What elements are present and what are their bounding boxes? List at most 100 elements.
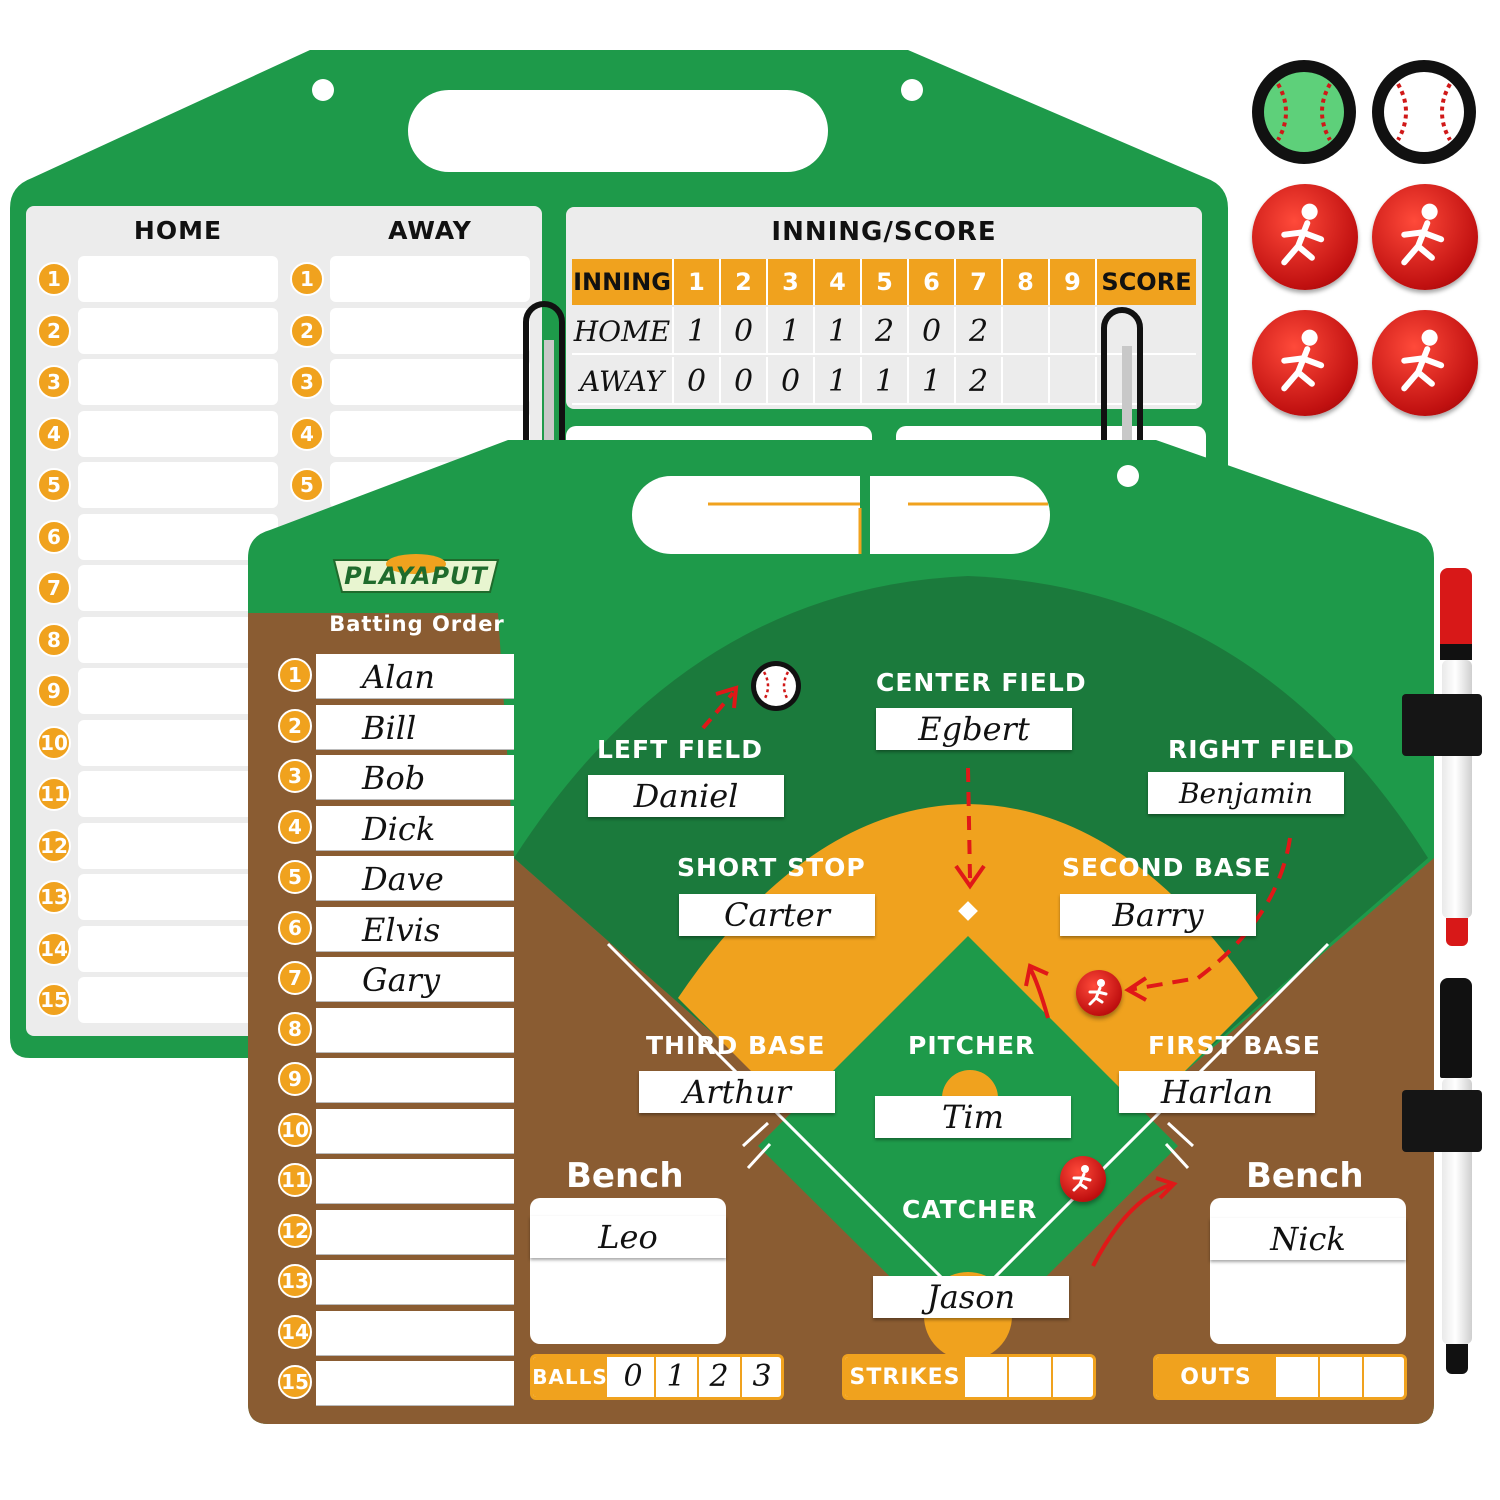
inning-header-label: INNING [573, 268, 671, 296]
batting-order-slot[interactable] [316, 1209, 514, 1254]
batting-order-slot[interactable]: Dave [316, 856, 514, 900]
home-lineup-slot[interactable] [78, 307, 278, 354]
home-slot-number: 12 [37, 828, 71, 863]
batting-order-number: 15 [278, 1365, 312, 1399]
inning-score-cell[interactable] [1048, 307, 1095, 355]
batting-order-slot[interactable] [316, 1260, 514, 1304]
inning-score-cell[interactable]: 0 [766, 357, 813, 405]
inning-score-cell[interactable]: 1 [766, 307, 813, 355]
strikes-counter[interactable]: STRIKES [842, 1354, 1096, 1400]
runner-icon [1281, 203, 1325, 266]
total-score-cell[interactable] [1095, 357, 1196, 405]
home-lineup-slot[interactable] [78, 719, 278, 766]
inning-score-cell[interactable] [1001, 357, 1048, 405]
home-slot-number: 2 [37, 313, 71, 348]
home-lineup-slot[interactable] [78, 462, 278, 508]
center-field-card[interactable]: Egbert [876, 708, 1072, 750]
total-score-cell[interactable] [1095, 307, 1196, 355]
outs-counter[interactable]: OUTS [1153, 1354, 1407, 1400]
strikes-divider [1051, 1357, 1053, 1397]
home-lineup-slot[interactable] [78, 256, 278, 302]
short-stop-card[interactable]: Carter [679, 894, 875, 936]
baseball-magnet-on-field[interactable] [748, 658, 804, 714]
home-lineup-slot[interactable] [78, 874, 278, 920]
batting-order-number: 12 [278, 1213, 312, 1248]
outs-divider [1318, 1357, 1320, 1397]
away-slot-number: 5 [290, 468, 324, 502]
balls-divider [740, 1357, 742, 1397]
inning-score-cell[interactable]: 1 [813, 357, 860, 405]
home-slot-number: 4 [37, 416, 71, 451]
batting-order-slot[interactable] [316, 1007, 514, 1052]
inning-score-cell[interactable]: 1 [672, 307, 719, 355]
home-lineup-slot[interactable] [78, 668, 278, 714]
inning-number: 6 [907, 259, 954, 305]
away-lineup-slot[interactable] [330, 359, 530, 405]
inning-score-cell[interactable]: 0 [672, 357, 719, 405]
balls-divider [697, 1357, 699, 1397]
batting-order-slot[interactable]: Elvis [316, 906, 514, 951]
red-marker-cap [1440, 568, 1472, 658]
ball-count-mark[interactable]: 0 [623, 1359, 643, 1394]
inning-score-cell[interactable]: 0 [719, 357, 766, 405]
ball-count-mark[interactable]: 2 [709, 1359, 729, 1394]
pitcher-card[interactable]: Tim [875, 1096, 1071, 1138]
left-field-card[interactable]: Daniel [588, 775, 784, 817]
batting-order-number: 1 [278, 658, 312, 692]
inning-score-cell[interactable]: 1 [813, 307, 860, 355]
score-row-divider [572, 353, 1196, 355]
batting-order-slot[interactable] [316, 1310, 514, 1355]
home-lineup-slot[interactable] [78, 977, 278, 1023]
inning-score-cell[interactable]: 0 [907, 307, 954, 355]
inning-score-cell[interactable]: 2 [954, 357, 1001, 405]
second-base-card[interactable]: Barry [1060, 894, 1256, 936]
batting-order-slot[interactable]: Gary [316, 957, 514, 1001]
home-lineup-slot[interactable] [78, 771, 278, 817]
away-lineup-slot[interactable] [330, 307, 530, 354]
inning-score-cell[interactable]: 0 [719, 307, 766, 355]
batting-order-slot[interactable]: Bob [316, 755, 514, 799]
away-slot-number: 4 [290, 416, 324, 451]
batting-order-slot[interactable] [316, 1361, 514, 1405]
batting-order-slot[interactable]: Bill [316, 704, 514, 749]
batting-order-slot[interactable]: Dick [316, 805, 514, 850]
runner-magnet-first[interactable] [1060, 1156, 1106, 1202]
red-dry-erase-marker [1402, 568, 1482, 968]
ball-count-mark[interactable]: 3 [752, 1359, 772, 1394]
batting-order-slot[interactable] [316, 1159, 514, 1203]
inning-score-cell[interactable] [1048, 357, 1095, 405]
home-lineup-slot[interactable] [78, 565, 278, 611]
home-lineup-slot[interactable] [78, 513, 278, 560]
right-field-card[interactable]: Benjamin [1148, 772, 1344, 814]
runner-magnet-second[interactable] [1076, 970, 1122, 1016]
first-base-card[interactable]: Harlan [1119, 1071, 1315, 1113]
home-lineup-slot[interactable] [78, 925, 278, 972]
inning-score-cell[interactable] [1001, 307, 1048, 355]
home-slot-number: 15 [37, 983, 71, 1017]
batting-order-slot[interactable] [316, 1058, 514, 1102]
bench-right-card[interactable]: Nick [1210, 1218, 1406, 1260]
runner-icon [1088, 979, 1108, 1006]
inning-score-cell[interactable]: 2 [954, 307, 1001, 355]
away-lineup-slot[interactable] [330, 256, 530, 302]
runner-magnet [1252, 184, 1358, 290]
batting-order-slot[interactable]: Alan [316, 654, 514, 698]
home-slot-number: 7 [37, 571, 71, 605]
center-field-label: CENTER FIELD [876, 668, 1087, 697]
strikes-label: STRIKES [845, 1357, 965, 1397]
inning-score-cell[interactable]: 1 [907, 357, 954, 405]
ball-count-mark[interactable]: 1 [666, 1359, 686, 1394]
bench-left-card[interactable]: Leo [530, 1216, 726, 1258]
batting-order-number: 5 [278, 860, 312, 894]
home-lineup-slot[interactable] [78, 410, 278, 457]
catcher-card[interactable]: Jason [873, 1276, 1069, 1318]
inning-score-cell[interactable]: 1 [860, 357, 907, 405]
home-lineup-slot[interactable] [78, 359, 278, 405]
third-base-card[interactable]: Arthur [639, 1071, 835, 1113]
inning-score-cell[interactable]: 2 [860, 307, 907, 355]
batting-order-slot[interactable] [316, 1108, 514, 1153]
home-lineup-slot[interactable] [78, 822, 278, 869]
home-lineup-slot[interactable] [78, 616, 278, 663]
